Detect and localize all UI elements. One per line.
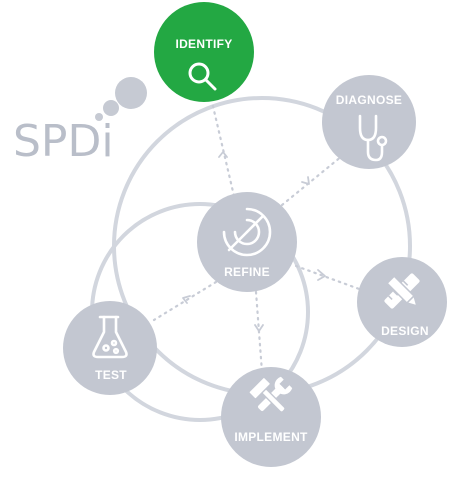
arrow-to-design [317,269,326,281]
connector-refine-diagnose [280,154,344,207]
node-design[interactable]: DESIGN [357,257,447,347]
node-refine[interactable]: REFINE [197,192,297,292]
logo-dot-medium [103,100,119,116]
connector-refine-test [152,280,218,322]
node-design-label: DESIGN [381,324,429,338]
arrow-to-test [182,295,191,304]
node-diagnose-label: DIAGNOSE [336,93,402,107]
hammer-wrench-icon [248,376,293,413]
magnifier-icon [188,62,217,91]
dotted-connectors [152,100,364,374]
node-identify-circle [154,2,254,102]
node-refine-circle [197,192,297,292]
arrow-to-identify [218,151,228,158]
connector-refine-implement [254,290,264,374]
connector-refine-identify [210,100,236,198]
node-identify-label: IDENTIFY [175,37,232,51]
node-diagnose-circle [322,75,416,169]
node-implement-circle [221,367,321,467]
logo-text: SPDi [13,116,114,167]
node-implement-label: IMPLEMENT [234,430,308,444]
logo-dot-small [95,113,103,121]
flask-icon [92,315,128,359]
node-identify[interactable]: IDENTIFY [154,2,254,102]
node-test[interactable]: TEST [63,301,157,395]
node-test-label: TEST [95,368,127,382]
radar-icon [222,207,272,257]
connector-arrows [182,151,326,332]
node-refine-label: REFINE [224,265,270,279]
node-test-circle [63,301,157,395]
ruler-pencil-icon [384,273,420,309]
node-implement[interactable]: IMPLEMENT [221,367,321,467]
arrow-to-diagnose [301,176,310,185]
node-diagnose[interactable]: DIAGNOSE [322,75,416,169]
node-design-circle [357,257,447,347]
stethoscope-icon [358,114,388,162]
logo-dot-large [115,77,147,109]
logo: SPDi [13,77,147,167]
connector-refine-design [294,264,364,292]
arrow-to-implement [254,324,264,332]
